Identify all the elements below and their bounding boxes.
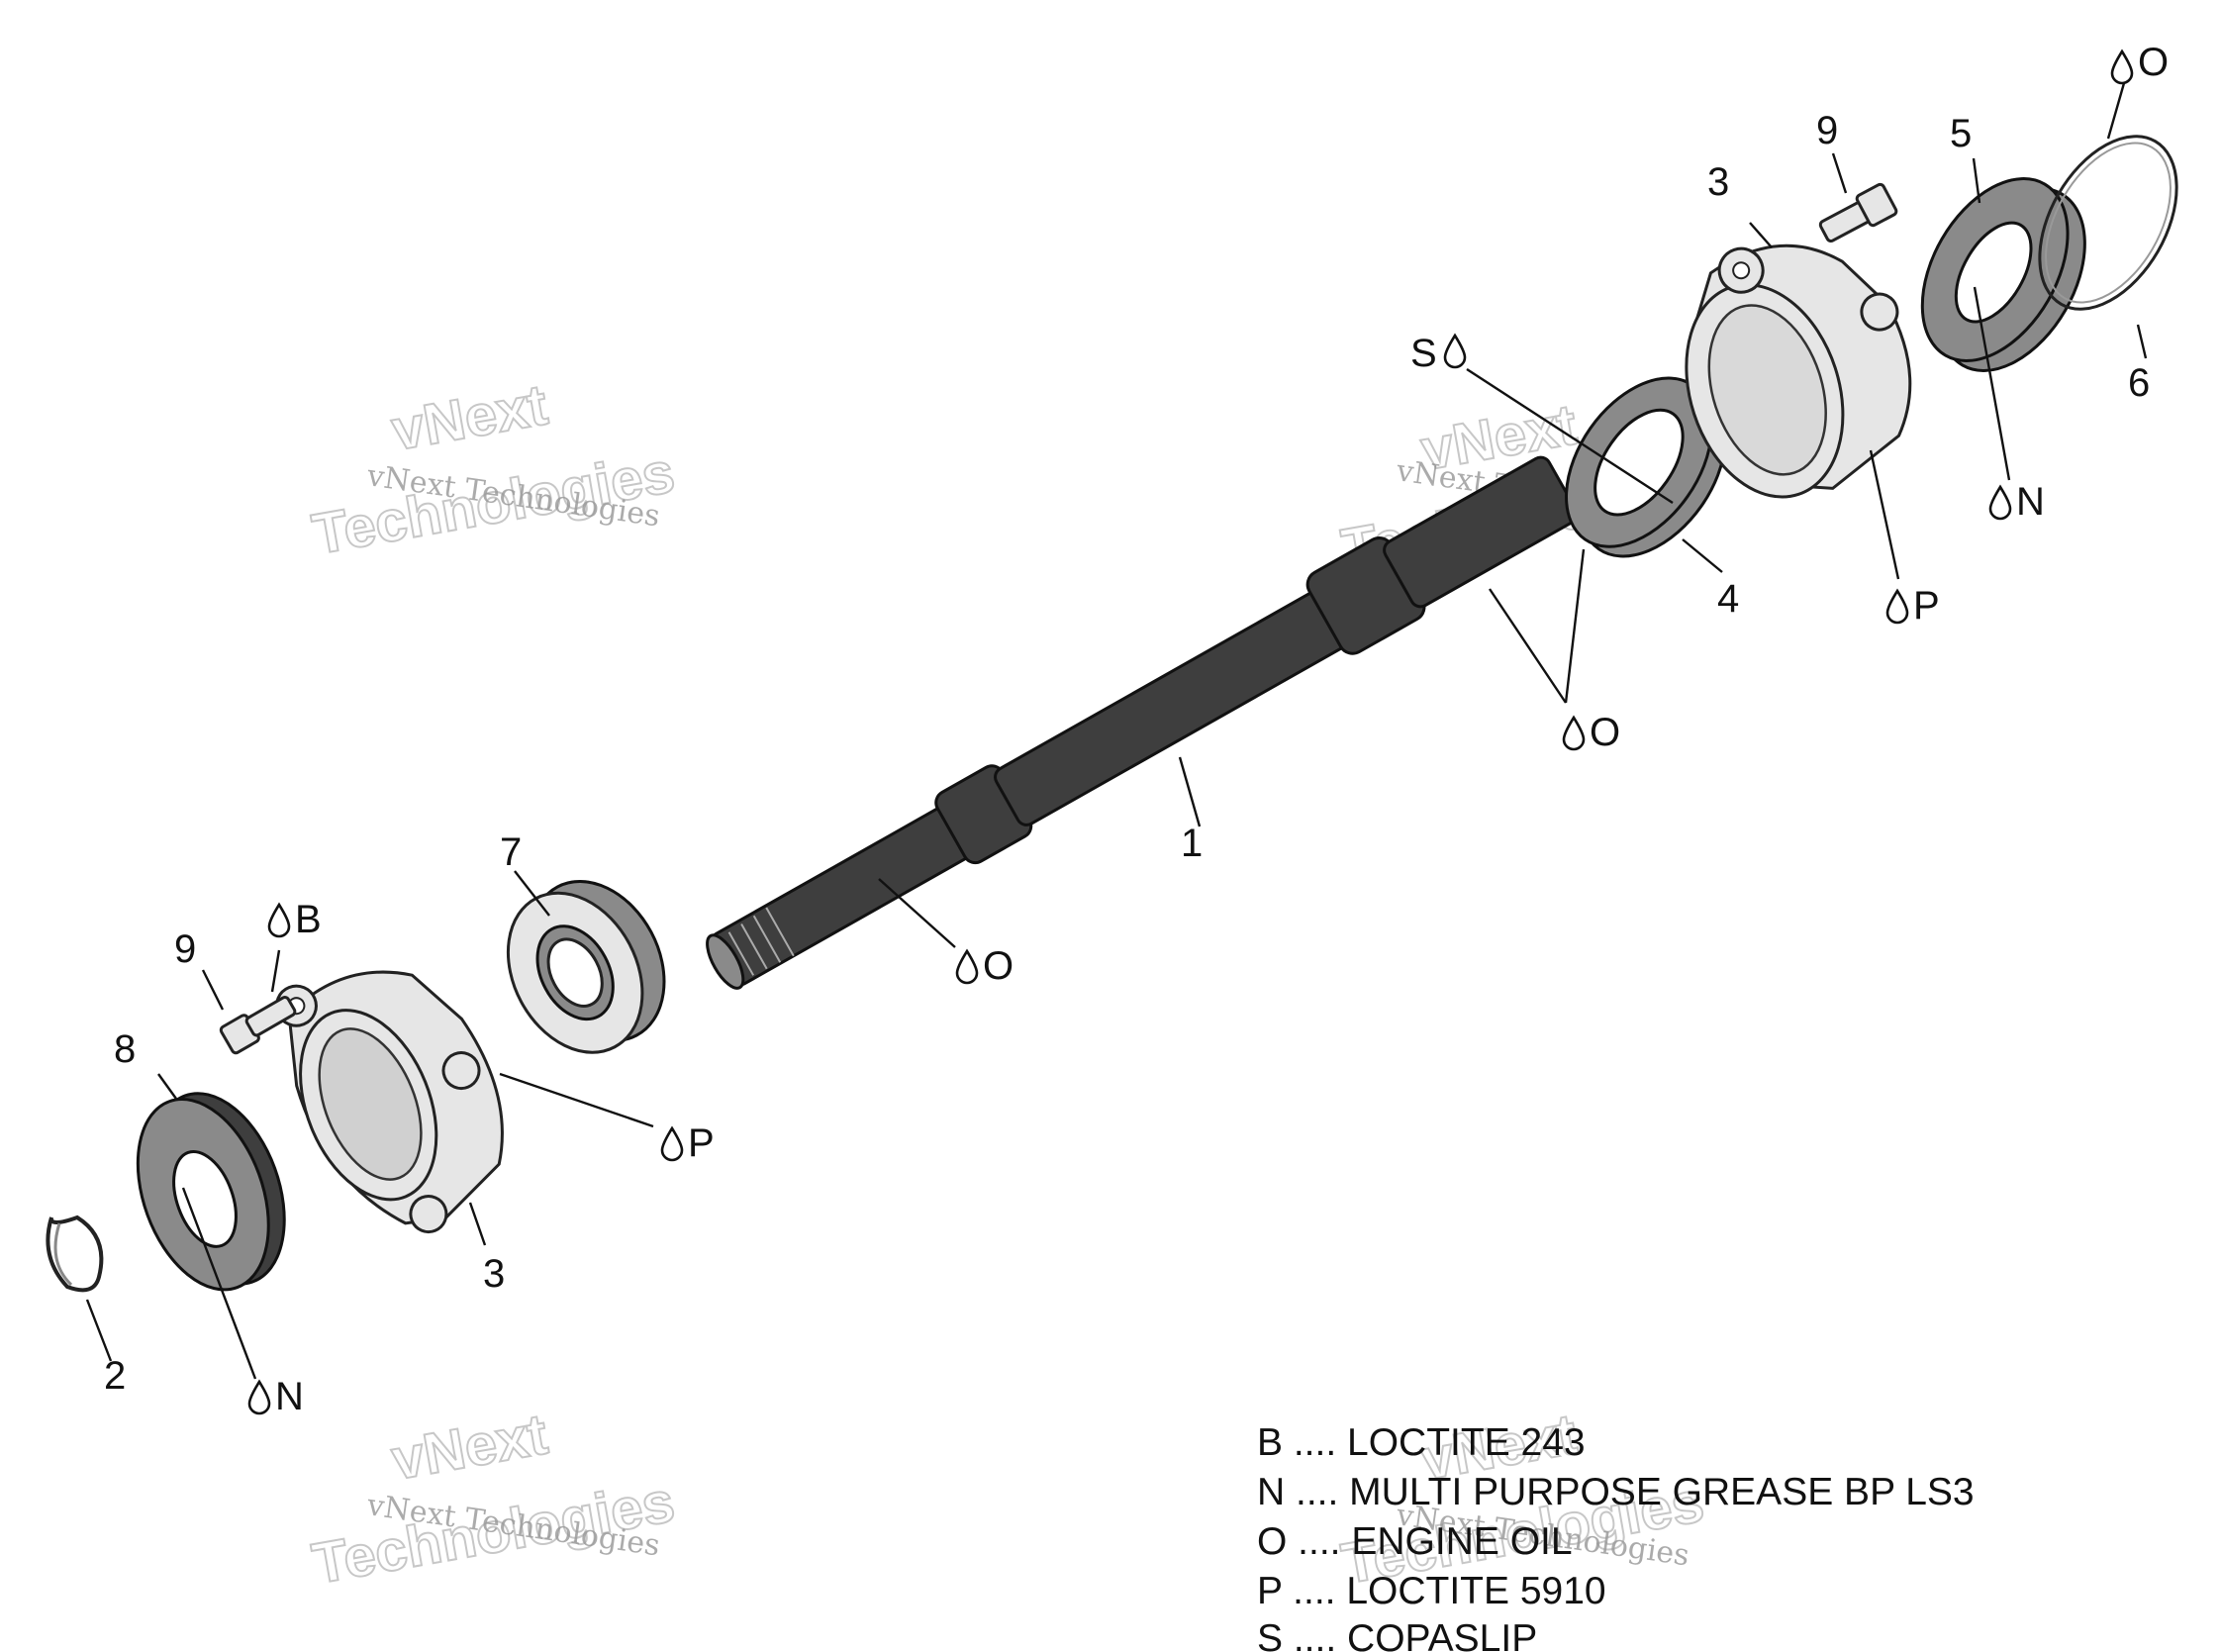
callout-7: 7 [500, 830, 522, 874]
watermark-company: Technologies [308, 1470, 679, 1597]
part-1-shaft [706, 455, 1579, 990]
callout-9-right: 9 [1816, 109, 1838, 152]
part-2-snap-ring [46, 1215, 104, 1293]
part-4-seal [1565, 376, 1727, 558]
watermark-lower-left: vNext vNext Technologies Technologies [307, 1401, 680, 1597]
leader-lines [85, 68, 2148, 1380]
lubricant-n-right: N [2016, 480, 2045, 524]
lubricant-o-shaft-right: O [1590, 711, 1620, 754]
part-3-housing-right [1685, 243, 1912, 499]
lubricant-legend: B .... LOCTITE 243 N .... MULTI PURPOSE … [1257, 1421, 1975, 1652]
legend-line-o: O .... ENGINE OIL [1257, 1520, 1573, 1563]
part-6-o-ring [2038, 135, 2178, 311]
legend-line-p: P .... LOCTITE 5910 [1257, 1570, 1606, 1612]
callout-8: 8 [114, 1027, 136, 1071]
part-8-seal [136, 1092, 286, 1292]
lubricant-p-right: P [1913, 584, 1940, 628]
drop-icon [267, 902, 291, 938]
drop-icon [1988, 484, 2012, 521]
watermark-company: Technologies [308, 440, 679, 567]
callout-4: 4 [1717, 577, 1739, 621]
callout-labels: 1 2 3 3 4 5 6 7 8 9 9 O S N P O O B P N [104, 41, 2169, 1418]
callout-9-left: 9 [174, 927, 196, 971]
lubricant-s: S [1410, 332, 1437, 375]
part-9-bolt-left [219, 996, 297, 1055]
lubricant-n-left: N [275, 1375, 304, 1418]
lubricant-o-shaft-left: O [983, 944, 1014, 988]
watermark-upper-left: vNext vNext Technologies Technologies [307, 371, 680, 567]
part-7-bearing [506, 879, 666, 1054]
callout-1: 1 [1181, 822, 1203, 865]
drop-icon [2110, 49, 2134, 85]
lubricant-b: B [295, 898, 322, 941]
drop-icon [955, 948, 979, 985]
drop-icons [247, 49, 2134, 1415]
drop-icon [1885, 588, 1909, 625]
part-3-housing-left [274, 970, 504, 1234]
part-5-seal [1920, 177, 2086, 372]
watermark-brand: vNext [387, 372, 552, 462]
callout-3-lower: 3 [483, 1252, 505, 1296]
legend-line-b: B .... LOCTITE 243 [1257, 1421, 1586, 1464]
part-9-bolt-right [1818, 182, 1898, 243]
drop-icon [247, 1379, 271, 1415]
drop-icon [1443, 333, 1467, 369]
drop-icon [1562, 715, 1586, 751]
callout-5: 5 [1950, 112, 1972, 155]
lubricant-p-left: P [688, 1121, 715, 1165]
lubricant-o-top: O [2138, 41, 2169, 84]
drop-icon [660, 1125, 684, 1162]
legend-line-n: N .... MULTI PURPOSE GREASE BP LS3 [1257, 1471, 1975, 1513]
callout-2: 2 [104, 1354, 126, 1398]
callout-6: 6 [2128, 361, 2150, 405]
callout-3-upper: 3 [1707, 160, 1729, 204]
legend-line-s: S .... COPASLIP [1257, 1617, 1537, 1652]
watermark-brand: vNext [387, 1402, 552, 1492]
